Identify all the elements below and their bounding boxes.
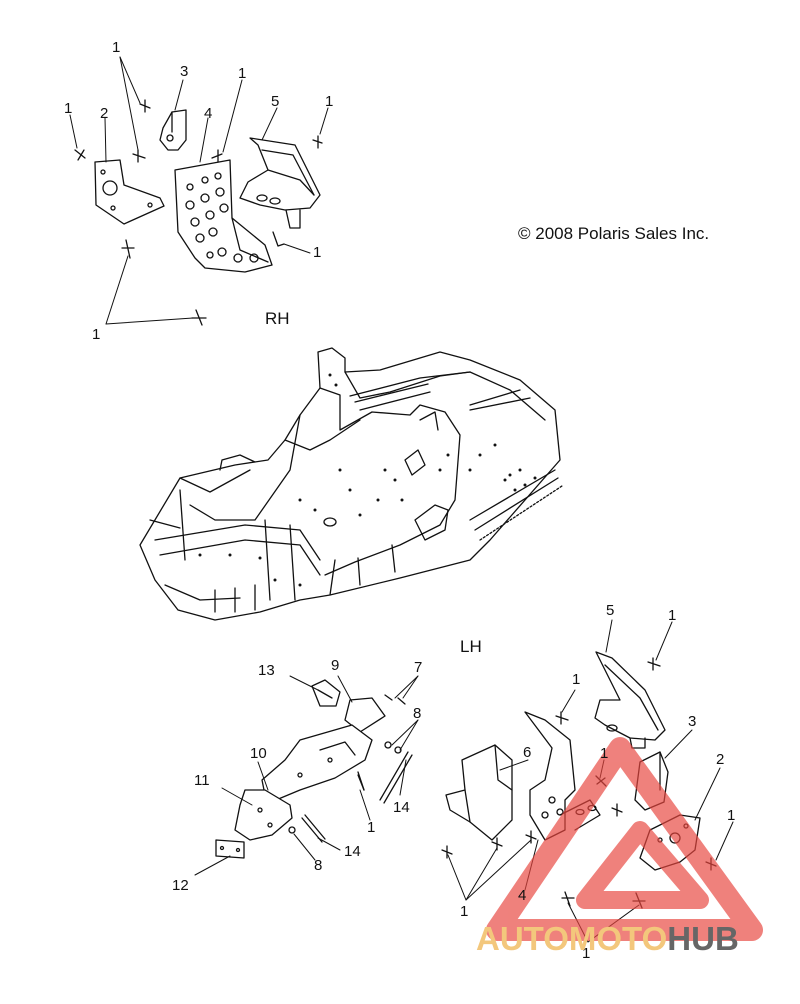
rh-part-3-bracket — [159, 109, 187, 151]
rh-part-5-guard — [239, 137, 321, 229]
callout: 4 — [204, 105, 213, 122]
callout: 3 — [688, 713, 697, 730]
callout: 1 — [92, 326, 101, 343]
callout: 1 — [582, 945, 591, 962]
callout: 7 — [414, 659, 423, 676]
rh-part-2-bracket — [94, 159, 165, 225]
callout: 4 — [518, 887, 527, 904]
rh-part-4-panel — [174, 159, 273, 273]
lh-part-13 — [311, 679, 341, 707]
copyright-notice: © 2008 Polaris Sales Inc. — [518, 224, 710, 243]
callout: 1 — [367, 819, 376, 836]
callout: 1 — [668, 607, 677, 624]
callout: 11 — [194, 772, 210, 789]
callout: 6 — [523, 744, 532, 761]
lh-part-5-guard — [594, 651, 666, 749]
callout: 1 — [460, 903, 469, 920]
rh-leaders — [69, 56, 329, 325]
callout: 5 — [606, 602, 615, 619]
callout: 9 — [331, 657, 340, 674]
callout: 10 — [250, 745, 267, 762]
watermark-text: AUTOMOTOHUB — [476, 922, 739, 955]
lh-rivets — [357, 657, 717, 909]
watermark-part1: AUTOMOTO — [476, 920, 668, 957]
lh-part-6-panel — [445, 744, 513, 841]
callout: 13 — [258, 662, 275, 679]
watermark-part2: HUB — [667, 920, 739, 957]
callout: 1 — [238, 65, 247, 82]
callout: 1 — [572, 671, 581, 688]
callout: 14 — [344, 843, 361, 860]
callout: 1 — [600, 745, 609, 762]
callout: 1 — [727, 807, 736, 824]
callout: 5 — [271, 93, 280, 110]
callout: 3 — [180, 63, 189, 80]
chassis-frame — [139, 347, 563, 621]
callout: 2 — [100, 105, 109, 122]
callout: 1 — [112, 39, 121, 56]
callout: 8 — [413, 705, 422, 722]
view-label-rh: RH — [265, 309, 290, 328]
callout: 8 — [314, 857, 323, 874]
callout: 1 — [313, 244, 322, 261]
lh-part-12-plate — [215, 839, 245, 859]
callout: 2 — [716, 751, 725, 768]
rh-rivets — [74, 99, 323, 326]
watermark-logo — [486, 737, 763, 941]
callout: 14 — [393, 799, 410, 816]
callout: 1 — [325, 93, 334, 110]
lh-part-9-10-11-plate — [234, 697, 386, 841]
callout: 12 — [172, 877, 189, 894]
callout: 1 — [64, 100, 73, 117]
view-label-lh: LH — [460, 637, 482, 656]
